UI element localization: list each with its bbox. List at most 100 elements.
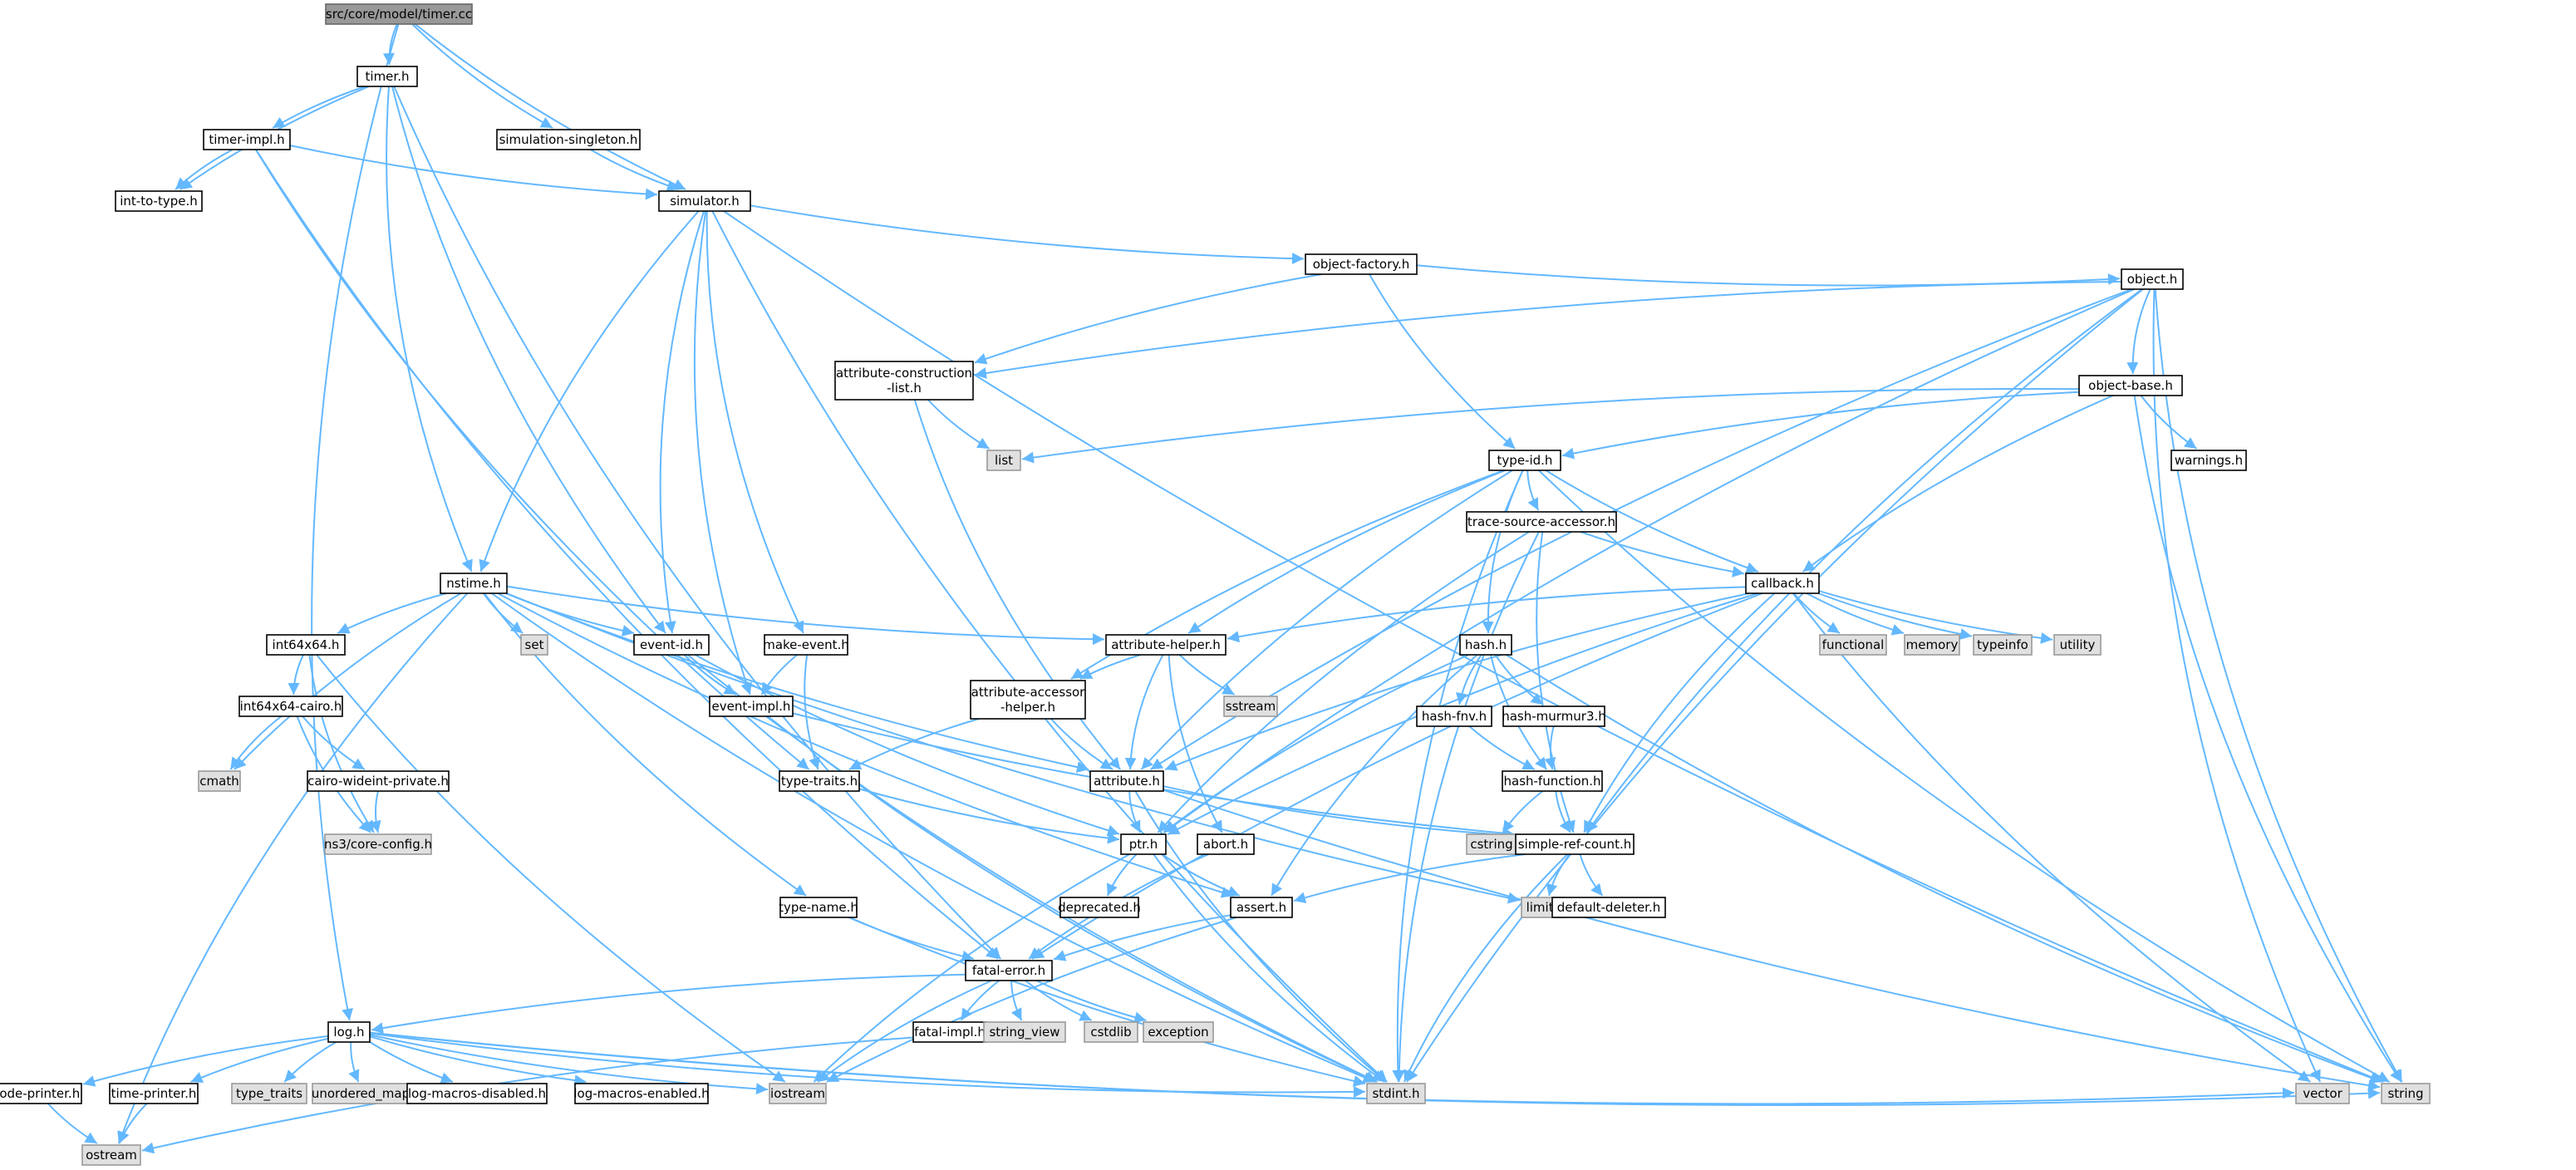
node-abort-h[interactable]: abort.h (1197, 833, 1255, 855)
node-timer-cc[interactable]: src/core/model/timer.cc (325, 3, 473, 25)
node-nstime[interactable]: nstime.h (440, 573, 508, 594)
node-box (0, 1083, 82, 1104)
node-label: log-macros-enabled.h (573, 1086, 709, 1101)
node-label: type-name.h (779, 900, 858, 915)
node-attribute-h[interactable]: attribute.h (1089, 770, 1164, 792)
node-trace-src[interactable]: trace-source-accessor.h (1466, 511, 1617, 533)
node-int-to-type[interactable]: int-to-type.h (115, 190, 203, 212)
node-node-printer[interactable]: node-printer.h (0, 1083, 82, 1104)
node-deprecated[interactable]: deprecated.h (1058, 897, 1141, 918)
node-label: type_traits (236, 1086, 302, 1102)
node-time-printer[interactable]: time-printer.h (109, 1083, 199, 1104)
node-callback[interactable]: callback.h (1745, 573, 1820, 594)
node-box (1120, 833, 1167, 855)
node-box (327, 1021, 371, 1043)
node-object-h[interactable]: object.h (2121, 268, 2184, 290)
node-warnings[interactable]: warnings.h (2170, 450, 2247, 471)
node-log-h[interactable]: log.h (327, 1021, 371, 1043)
node-event-id[interactable]: event-id.h (633, 634, 710, 656)
node-timer-h[interactable]: timer.h (356, 66, 418, 87)
edge-timer_impl-to-simulator (289, 145, 658, 200)
node-simulator[interactable]: simulator.h (658, 190, 751, 212)
node-box (231, 1083, 307, 1104)
node-default-deleter[interactable]: default-deleter.h (1551, 897, 1666, 918)
node-label: unordered_map (312, 1086, 410, 1102)
node-label: object-base.h (2088, 378, 2173, 393)
node-type-name[interactable]: type-name.h (779, 897, 858, 918)
edge-nstime-to-int64x64 (337, 592, 447, 634)
edge-object_base-to-type_id (1561, 391, 2080, 460)
node-box (912, 1021, 987, 1043)
edge-ptr_h-to-stdint (1153, 853, 1385, 1083)
edge-event_id-to-stdint (686, 654, 1378, 1083)
edge-attr_accessor-to-type_traits_h (848, 718, 980, 770)
node-box (1488, 450, 1561, 471)
edge-type_id-to-attr_helper (1187, 469, 1506, 634)
node-hash-fnv[interactable]: hash-fnv.h (1416, 705, 1492, 727)
node-box (779, 770, 860, 792)
node-box (520, 634, 548, 656)
node-fatal-impl[interactable]: fatal-impl.h (912, 1021, 987, 1043)
node-unordered-map: unordered_map (312, 1083, 410, 1104)
edge-nstime-to-stdint (491, 592, 1376, 1083)
edge-simulator-to-string (723, 210, 2384, 1084)
node-box (1366, 1083, 1426, 1104)
node-simple-ref[interactable]: simple-ref-count.h (1515, 833, 1635, 855)
node-type-traits-h[interactable]: type-traits.h (779, 770, 860, 792)
node-sstream: sstream (1223, 696, 1278, 717)
node-attr-accessor[interactable]: attribute-accessor-helper.h (970, 680, 1086, 720)
node-box (1084, 1021, 1138, 1043)
node-fatal-error[interactable]: fatal-error.h (965, 960, 1053, 981)
node-label: assert.h (1236, 900, 1286, 915)
node-ptr-h[interactable]: ptr.h (1120, 833, 1167, 855)
node-box (325, 3, 473, 25)
node-label: -helper.h (1000, 700, 1055, 715)
node-make-event[interactable]: make-event.h (763, 634, 849, 656)
edge-object_h-to-attr_constr (974, 281, 2122, 379)
node-sim-singleton[interactable]: simulation-singleton.h (496, 129, 641, 150)
edge-hash_h-to-hash_fnv (1455, 654, 1482, 705)
edge-hash_fnv-to-hash_function (1468, 725, 1536, 770)
node-hash-murmur[interactable]: hash-murmur3.h (1502, 705, 1606, 727)
node-attr-helper[interactable]: attribute-helper.h (1105, 634, 1227, 656)
node-box (1466, 833, 1517, 855)
node-label: event-id.h (640, 637, 703, 652)
node-label: utility (2060, 637, 2096, 652)
node-int64-cairo[interactable]: int64x64-cairo.h (238, 696, 343, 717)
node-label: iostream (770, 1086, 825, 1101)
edge-simulator-to-stdint (711, 210, 1388, 1083)
node-hash-function[interactable]: hash-function.h (1502, 770, 1603, 792)
node-label: log.h (333, 1025, 364, 1040)
edge-object_h-to-vector (2152, 288, 2322, 1083)
node-box (764, 634, 848, 656)
node-object-base[interactable]: object-base.h (2078, 375, 2183, 396)
node-cairo-wide[interactable]: cairo-wideint-private.h (307, 770, 450, 792)
edge-hash_h-to-ptr_h (1163, 654, 1469, 833)
node-event-impl[interactable]: event-impl.h (709, 696, 794, 717)
node-label: attribute.h (1094, 774, 1160, 789)
node-label: int64x64.h (273, 637, 340, 652)
edge-cairo_wide-to-core_config (369, 790, 381, 833)
file-nodes: src/core/model/timer.cc timer.h simulation… (0, 3, 2431, 1166)
edge-fatal_error-to-cstdlib (1025, 980, 1093, 1021)
node-hash-h[interactable]: hash.h (1459, 634, 1512, 656)
node-box (1502, 705, 1605, 727)
node-type-id[interactable]: type-id.h (1488, 450, 1561, 471)
edge-int64x64-to-int64_cairo (288, 654, 304, 696)
edge-log_h-to-type_traits (283, 1041, 337, 1083)
node-box (970, 680, 1086, 720)
node-object-factory[interactable]: object-factory.h (1305, 253, 1418, 275)
node-int64x64[interactable]: int64x64.h (266, 634, 346, 656)
edge-type_id-to-string (1538, 469, 2390, 1083)
edge-nstime-to-attr_helper (506, 585, 1105, 646)
node-log-en[interactable]: log-macros-enabled.h (573, 1083, 710, 1104)
node-box (109, 1083, 199, 1104)
node-timer-impl[interactable]: timer-impl.h (203, 129, 291, 150)
node-label: int64x64-cairo.h (240, 699, 342, 714)
edge-int64x64-to-iostream (316, 654, 786, 1083)
node-label: event-impl.h (712, 699, 791, 714)
node-attr-constr[interactable]: attribute-construction-list.h (834, 361, 974, 401)
node-log-dis[interactable]: log-macros-disabled.h (406, 1083, 548, 1104)
edge-type_id-to-callback (1545, 469, 1759, 573)
node-assert-h[interactable]: assert.h (1230, 897, 1293, 918)
